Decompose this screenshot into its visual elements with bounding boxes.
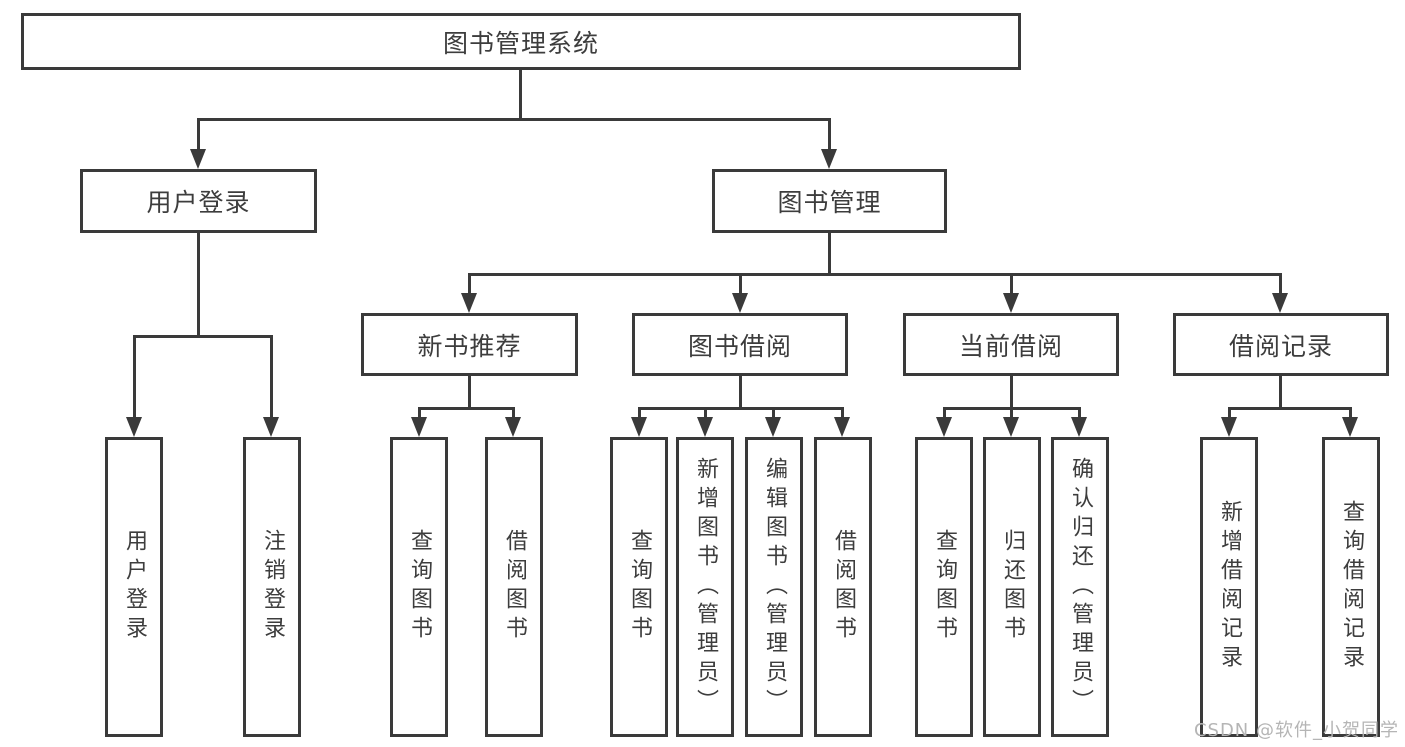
leaf-label: 注销登录 [260, 529, 285, 645]
leaf-label: 编辑图书（管理员） [762, 456, 787, 718]
arrowhead-down-icon [697, 417, 713, 437]
leaf-edit-books-admin: 编辑图书（管理员） [745, 437, 803, 737]
leaf-label: 用户登录 [122, 529, 147, 645]
connector-line [828, 118, 831, 152]
arrowhead-down-icon [834, 417, 850, 437]
leaf-return-books: 归还图书 [983, 437, 1041, 737]
node-book-borrowing: 图书借阅 [632, 313, 848, 376]
leaf-user-login: 用户登录 [105, 437, 163, 737]
leaf-label: 查询借阅记录 [1339, 500, 1364, 674]
arrowhead-down-icon [936, 417, 952, 437]
connector-line [1279, 376, 1282, 407]
node-user-login: 用户登录 [80, 169, 317, 233]
connector-line [704, 407, 707, 421]
arrowhead-down-icon [821, 149, 837, 169]
connector-line [1279, 273, 1282, 295]
leaf-confirm-return-admin: 确认归还（管理员） [1051, 437, 1109, 737]
leaf-label: 归还图书 [1000, 529, 1025, 645]
leaf-label: 确认归还（管理员） [1068, 456, 1093, 718]
connector-line [468, 376, 471, 407]
connector-line [841, 407, 844, 421]
node-label: 当前借阅 [958, 331, 1063, 361]
leaf-logout: 注销登录 [243, 437, 301, 737]
leaf-label: 借阅图书 [831, 529, 856, 645]
connector-line [197, 233, 200, 335]
node-label: 图书管理系统 [442, 28, 599, 58]
node-label: 图书借阅 [687, 331, 792, 361]
leaf-query-books-current: 查询图书 [915, 437, 973, 737]
arrowhead-down-icon [263, 417, 279, 437]
node-book-management: 图书管理 [712, 169, 947, 233]
connector-line [133, 335, 273, 338]
connector-line [519, 69, 522, 118]
node-current-borrowing: 当前借阅 [903, 313, 1119, 376]
leaf-label: 查询图书 [627, 529, 652, 645]
leaf-label: 查询图书 [932, 529, 957, 645]
arrowhead-down-icon [411, 417, 427, 437]
connector-line [943, 407, 946, 421]
node-label: 借阅记录 [1228, 331, 1333, 361]
node-label: 用户登录 [146, 188, 251, 217]
arrowhead-down-icon [190, 149, 206, 169]
connector-line [638, 407, 843, 410]
connector-line [1228, 407, 1352, 410]
connector-line [418, 407, 421, 421]
leaf-add-books-admin: 新增图书（管理员） [676, 437, 734, 737]
connector-line [418, 407, 514, 410]
leaf-query-books-borrowing: 查询图书 [610, 437, 668, 737]
arrowhead-down-icon [461, 293, 477, 313]
node-library-management-system: 图书管理系统 [21, 13, 1021, 70]
connector-line [197, 118, 830, 121]
connector-line [1228, 407, 1231, 421]
arrowhead-down-icon [1272, 293, 1288, 313]
node-new-book-recommendation: 新书推荐 [361, 313, 578, 376]
connector-line [1349, 407, 1352, 421]
arrowhead-down-icon [1342, 417, 1358, 437]
arrowhead-down-icon [631, 417, 647, 437]
leaf-label: 查询图书 [407, 529, 432, 645]
leaf-label: 新增图书（管理员） [693, 456, 718, 718]
connector-line [739, 376, 742, 407]
leaf-label: 借阅图书 [502, 529, 527, 645]
node-label: 新书推荐 [417, 331, 522, 361]
connector-line [197, 118, 200, 152]
connector-line [828, 233, 831, 273]
csdn-watermark: CSDN @软件_小贺同学 [1193, 720, 1399, 741]
connector-line [1010, 407, 1013, 421]
leaf-query-borrow-record: 查询借阅记录 [1322, 437, 1380, 737]
arrowhead-down-icon [1003, 417, 1019, 437]
arrowhead-down-icon [1003, 293, 1019, 313]
arrowhead-down-icon [1071, 417, 1087, 437]
connector-line [468, 273, 471, 295]
leaf-label: 新增借阅记录 [1217, 500, 1242, 674]
connector-line [739, 273, 742, 295]
connector-line [638, 407, 641, 421]
arrowhead-down-icon [732, 293, 748, 313]
connector-line [1078, 407, 1081, 421]
connector-line [1010, 273, 1013, 295]
connector-line [1010, 376, 1013, 407]
connector-line [512, 407, 515, 421]
leaf-borrow-books-recommend: 借阅图书 [485, 437, 543, 737]
node-borrowing-records: 借阅记录 [1173, 313, 1389, 376]
arrowhead-down-icon [765, 417, 781, 437]
leaf-query-books-recommend: 查询图书 [390, 437, 448, 737]
arrowhead-down-icon [1221, 417, 1237, 437]
connector-line [270, 335, 273, 419]
node-label: 图书管理 [777, 188, 882, 217]
arrowhead-down-icon [126, 417, 142, 437]
connector-line [468, 273, 1281, 276]
connector-line [133, 335, 136, 419]
arrowhead-down-icon [505, 417, 521, 437]
connector-line [772, 407, 775, 421]
leaf-borrow-books: 借阅图书 [814, 437, 872, 737]
leaf-add-borrow-record: 新增借阅记录 [1200, 437, 1258, 737]
